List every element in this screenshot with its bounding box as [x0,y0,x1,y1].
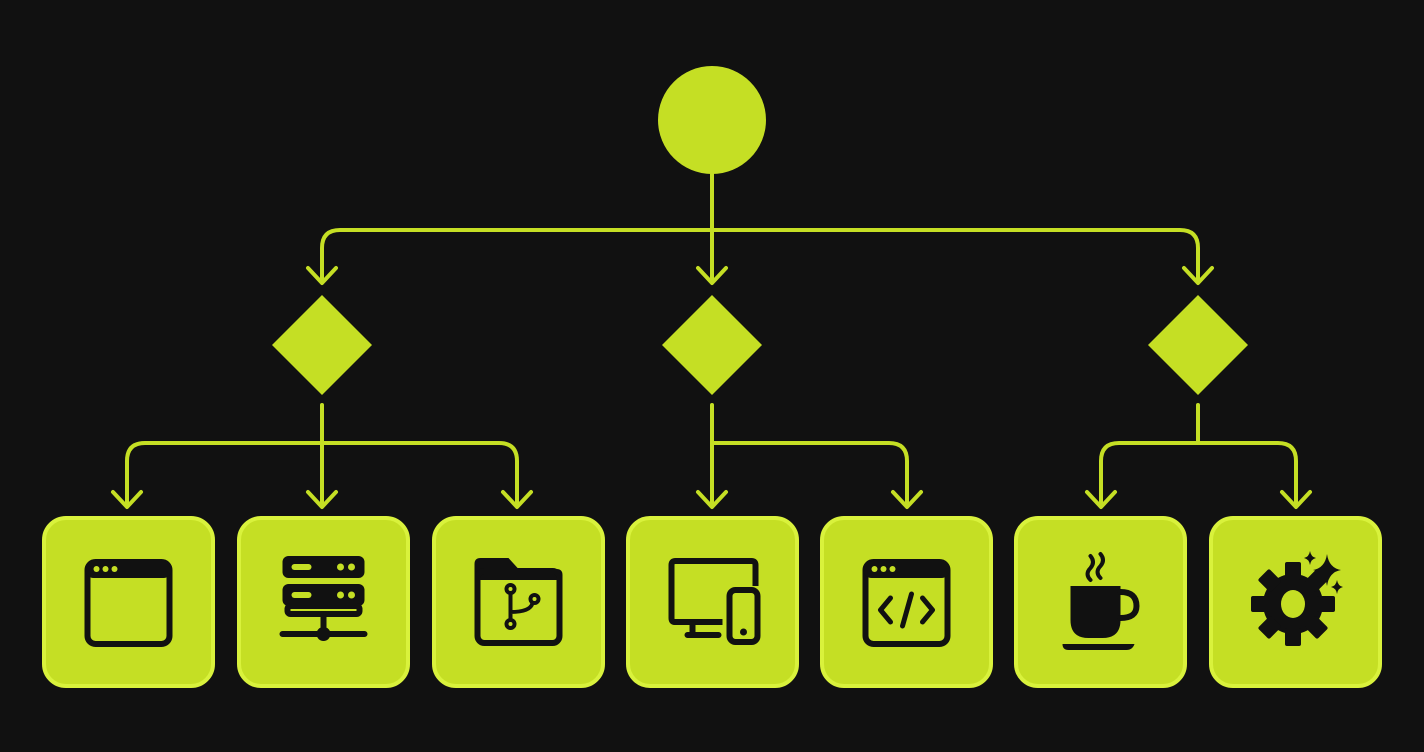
start-node [658,66,766,174]
leaf-node-devices [626,516,799,688]
browser-window-icon [84,559,173,647]
devices-icon [668,558,763,648]
decision-node-2 [662,295,762,395]
leaf-node-server [237,516,410,688]
bottom-connectors [111,403,1312,509]
top-connectors [306,172,1214,285]
leaf-node-coffee [1014,516,1187,688]
leaf-node-gear [1209,516,1382,688]
coffee-cup-icon [1062,552,1140,650]
leaf-node-git-folder [432,516,605,688]
decision-node-1 [272,295,372,395]
leaf-node-browser [42,516,215,688]
gear-sparkle-icon [1251,551,1343,646]
decision-node-3 [1148,295,1248,395]
server-network-icon [279,556,368,641]
code-window-icon [862,559,951,647]
leaf-node-code [820,516,993,688]
git-folder-icon [474,558,563,646]
